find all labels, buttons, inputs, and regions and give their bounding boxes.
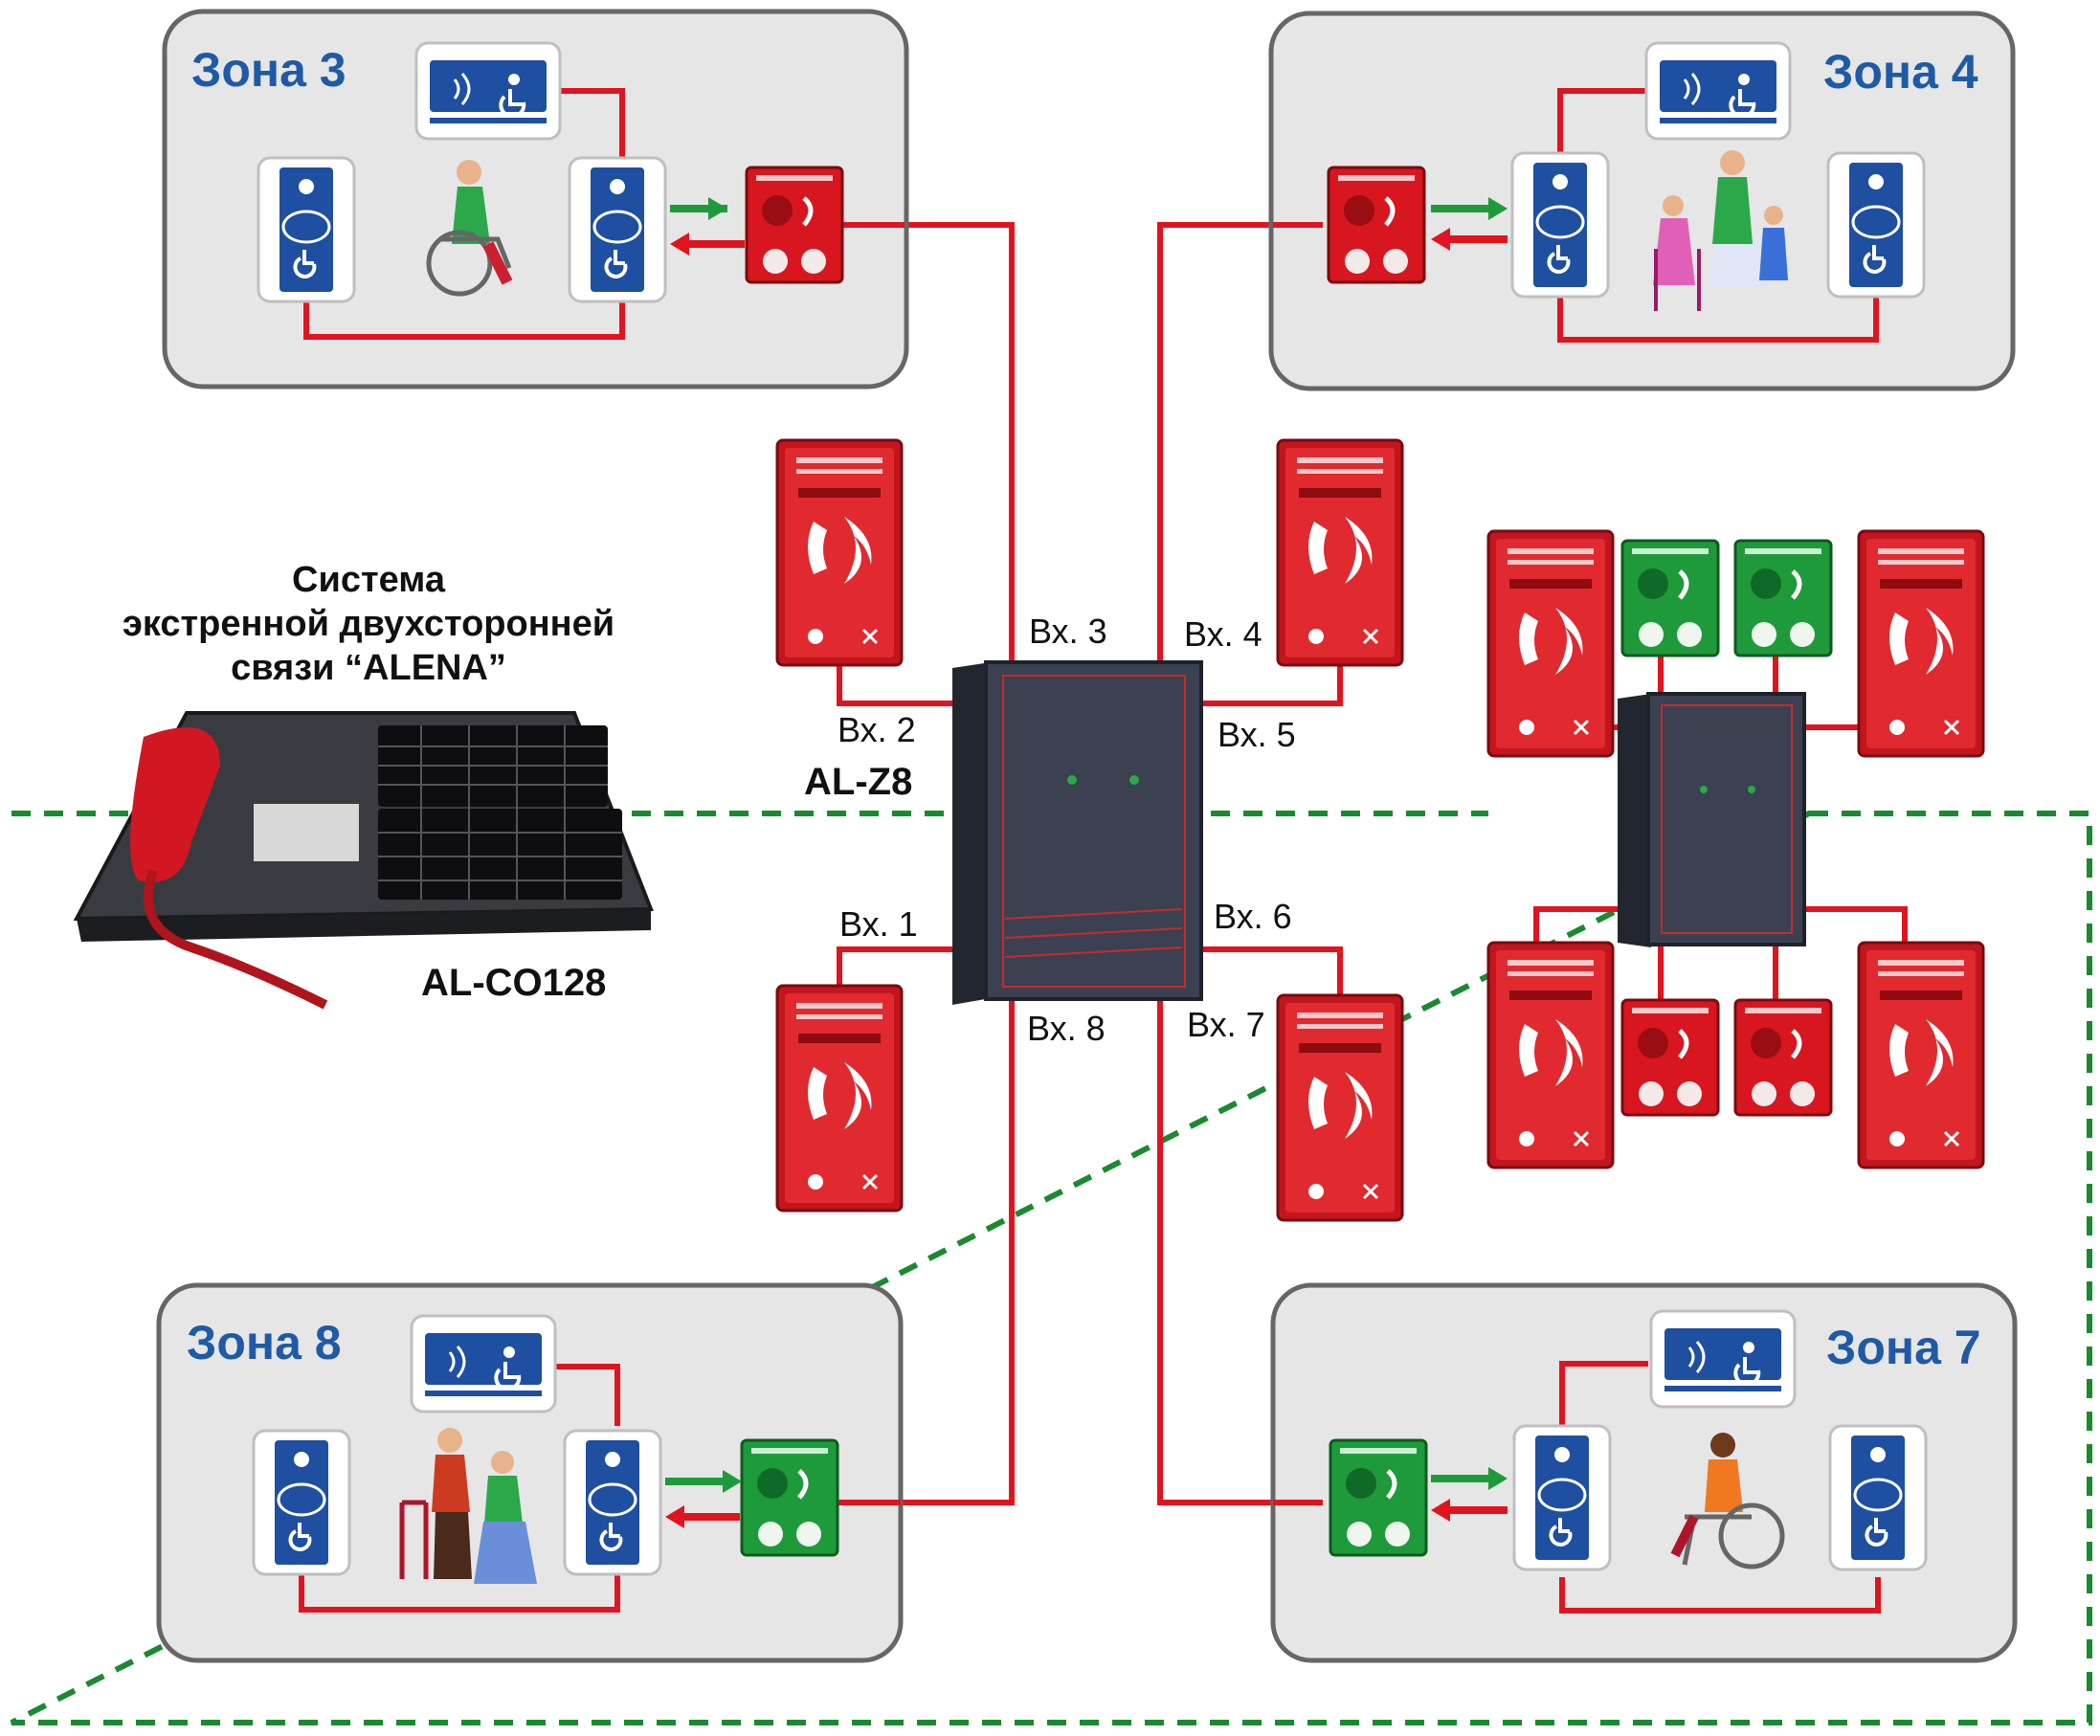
emergency-panel-in1 xyxy=(775,984,904,1213)
light-indicator xyxy=(1644,41,1792,141)
light-indicator xyxy=(410,1314,557,1413)
call-button-panel xyxy=(257,156,356,303)
console-label: AL-CO128 xyxy=(421,962,606,1004)
system-title-line3: связи “ALENA” xyxy=(231,648,506,688)
input-3-label: Вх. 3 xyxy=(1029,612,1107,651)
zone-4-title: Зона 4 xyxy=(1823,45,1978,99)
red-speaker-unit xyxy=(1735,1000,1831,1115)
wheelchair-person-icon xyxy=(1670,1433,1785,1569)
input-2-label: Вх. 2 xyxy=(838,710,916,749)
dashed-area-border xyxy=(10,811,2092,1725)
green-speaker-unit xyxy=(1330,1440,1426,1555)
hub-al-z8 xyxy=(952,660,1203,1005)
system-title-line2: экстренной двухсторонней xyxy=(123,604,614,644)
reset-button-panel xyxy=(563,1429,662,1576)
input-6-label: Вх. 6 xyxy=(1214,897,1292,936)
green-speaker-unit xyxy=(1735,541,1831,656)
red-speaker-unit xyxy=(1329,167,1424,282)
light-indicator xyxy=(1649,1309,1797,1409)
call-button-panel xyxy=(1826,151,1926,299)
emergency-panel xyxy=(1857,529,1985,758)
system-title-line1: Система xyxy=(292,560,446,600)
emergency-panel xyxy=(1486,941,1615,1169)
emergency-panel-in2 xyxy=(775,438,904,667)
elderly-couple-icon xyxy=(399,1428,537,1584)
green-speaker-unit xyxy=(1622,541,1718,656)
zone-7-box xyxy=(1270,1282,2018,1663)
zone-7-title: Зона 7 xyxy=(1826,1321,1981,1374)
red-speaker-unit xyxy=(747,167,842,282)
emergency-panel-in6 xyxy=(1276,993,1404,1222)
red-speaker-unit xyxy=(1622,1000,1718,1115)
secondary-hub xyxy=(1618,692,1806,947)
emergency-panel-in5 xyxy=(1276,438,1404,667)
console-al-co128 xyxy=(73,711,654,1010)
zone-3-title: Зона 3 xyxy=(191,43,346,97)
call-button-panel xyxy=(1828,1424,1928,1571)
input-7-label: Вх. 7 xyxy=(1187,1005,1265,1044)
zone-8-title: Зона 8 xyxy=(187,1316,342,1369)
input-8-label: Вх. 8 xyxy=(1027,1009,1106,1048)
hub-label: AL-Z8 xyxy=(804,761,912,803)
zone-wiring xyxy=(299,88,1881,1614)
emergency-panel xyxy=(1486,529,1615,758)
input-5-label: Вх. 5 xyxy=(1218,715,1296,754)
emergency-panel xyxy=(1857,941,1985,1169)
reset-button-panel xyxy=(1510,151,1610,299)
reset-button-panel xyxy=(1512,1424,1612,1571)
input-4-label: Вх. 4 xyxy=(1184,614,1262,654)
family-with-walker-icon xyxy=(1653,150,1788,311)
green-speaker-unit xyxy=(742,1440,838,1555)
zone-4-box xyxy=(1268,11,2016,391)
light-indicator xyxy=(414,41,562,141)
call-button-panel xyxy=(252,1429,351,1576)
input-1-label: Вх. 1 xyxy=(839,904,918,944)
reset-button-panel xyxy=(568,156,667,303)
